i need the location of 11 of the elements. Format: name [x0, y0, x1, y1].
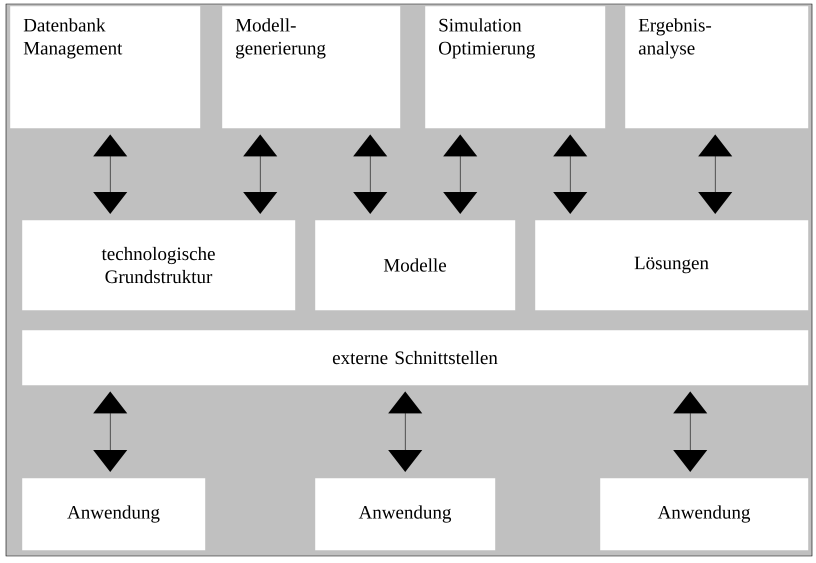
text-box: Modelle: [315, 220, 516, 310]
text-box: Datenbank Management: [10, 6, 200, 128]
text-box: externe Schnittstellen: [22, 330, 808, 386]
text-box: Anwendung: [315, 478, 496, 550]
text-box: Anwendung: [22, 478, 206, 550]
text-box: Ergebnis- analyse: [625, 6, 808, 128]
text-box: Simulation Optimierung: [425, 6, 606, 128]
text-box: Lösungen: [535, 220, 808, 310]
text-box: technologische Grundstruktur: [22, 220, 296, 310]
text-box: Modell- generierung: [222, 6, 400, 128]
text-box: Anwendung: [600, 478, 808, 550]
